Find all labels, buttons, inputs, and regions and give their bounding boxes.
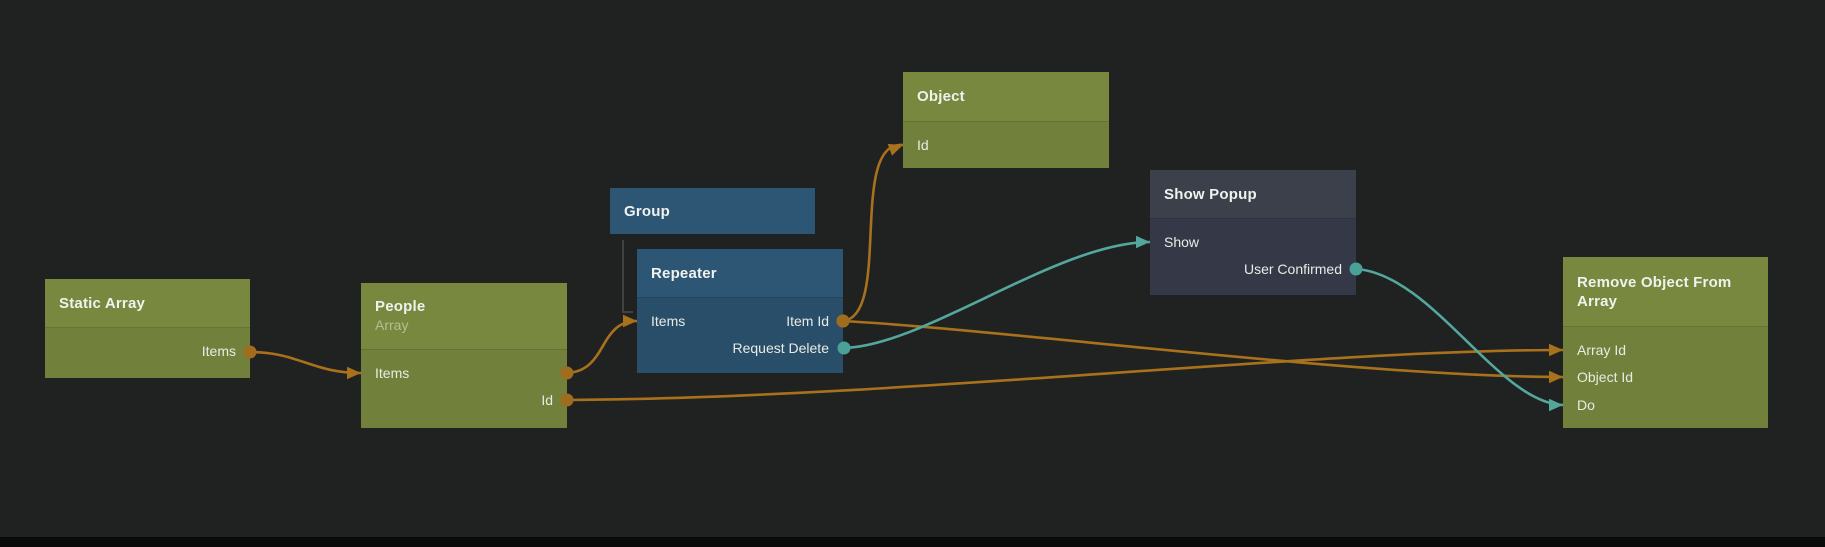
port-label: User Confirmed: [1243, 261, 1342, 278]
wire-repeater-itemid-to-remove-objectid[interactable]: [842, 319, 1564, 379]
wire-repeater-itemid-to-object-id[interactable]: [842, 143, 904, 323]
node-header: Repeater: [637, 249, 843, 297]
node-header: Group: [610, 188, 815, 234]
input-port-arrow: [1549, 370, 1563, 384]
input-port-arrow: [1549, 343, 1563, 357]
node-body: Array Id Object Id Do: [1563, 326, 1768, 428]
node-group[interactable]: Group: [610, 188, 815, 234]
node-header: Show Popup: [1150, 170, 1356, 218]
port-label: Items: [651, 312, 686, 329]
port-row-id[interactable]: Id: [361, 387, 567, 415]
node-title: Show Popup: [1164, 185, 1257, 203]
port-row-object-id[interactable]: Object Id: [1563, 364, 1768, 392]
input-port-arrow: [623, 314, 637, 328]
node-title: Repeater: [651, 264, 717, 282]
port-label: Request Delete: [732, 340, 829, 357]
port-row-items[interactable]: Items Item Id: [637, 307, 843, 335]
wire-static-array-items-to-people-items[interactable]: [249, 350, 362, 375]
wire-people-items-to-repeater-items[interactable]: [566, 319, 638, 375]
port-label: Items: [201, 342, 236, 359]
port-label: Array Id: [1577, 341, 1627, 358]
node-title: Static Array: [59, 294, 146, 312]
port-row-show[interactable]: Show: [1150, 228, 1356, 256]
port-row-do[interactable]: Do: [1563, 391, 1768, 419]
port-label: Id: [917, 136, 929, 153]
input-port-arrow: [347, 366, 361, 380]
node-subtitle: Array: [375, 317, 409, 333]
bottom-bar: [0, 537, 1825, 547]
wire-showpopup-userconfirmed-to-remove-do[interactable]: [1355, 267, 1564, 407]
node-body: Items Item Id Request Delete: [637, 297, 843, 373]
node-body: Items: [45, 327, 250, 378]
input-port-arrow: [1136, 235, 1150, 249]
node-header: Remove Object From Array: [1563, 257, 1768, 326]
port-row-user-confirmed[interactable]: User Confirmed: [1150, 256, 1356, 284]
wire-repeater-requestdelete-to-showpopup-show[interactable]: [843, 240, 1151, 350]
node-title: Object: [917, 88, 965, 105]
port-row-items[interactable]: Items: [361, 359, 567, 387]
node-title: People: [375, 298, 426, 315]
port-label: Object Id: [1577, 369, 1634, 386]
node-title: Group: [624, 202, 670, 220]
port-label: Show: [1164, 233, 1200, 250]
port-label: Id: [541, 392, 553, 409]
port-row-items[interactable]: Items: [45, 337, 250, 365]
group-child-bracket: [622, 240, 633, 313]
node-header: Static Array: [45, 279, 250, 327]
node-body: Id: [903, 121, 1109, 168]
port-label: Items: [375, 364, 410, 381]
node-header: Object: [903, 72, 1109, 121]
port-label: Item Id: [786, 312, 829, 329]
node-title: Remove Object From Array: [1577, 273, 1732, 310]
input-port-arrow: [1549, 398, 1563, 412]
port-row-id[interactable]: Id: [903, 131, 1109, 159]
port-label: Do: [1577, 396, 1595, 413]
port-row-request-delete[interactable]: Request Delete: [637, 335, 843, 363]
port-row-array-id[interactable]: Array Id: [1563, 336, 1768, 364]
